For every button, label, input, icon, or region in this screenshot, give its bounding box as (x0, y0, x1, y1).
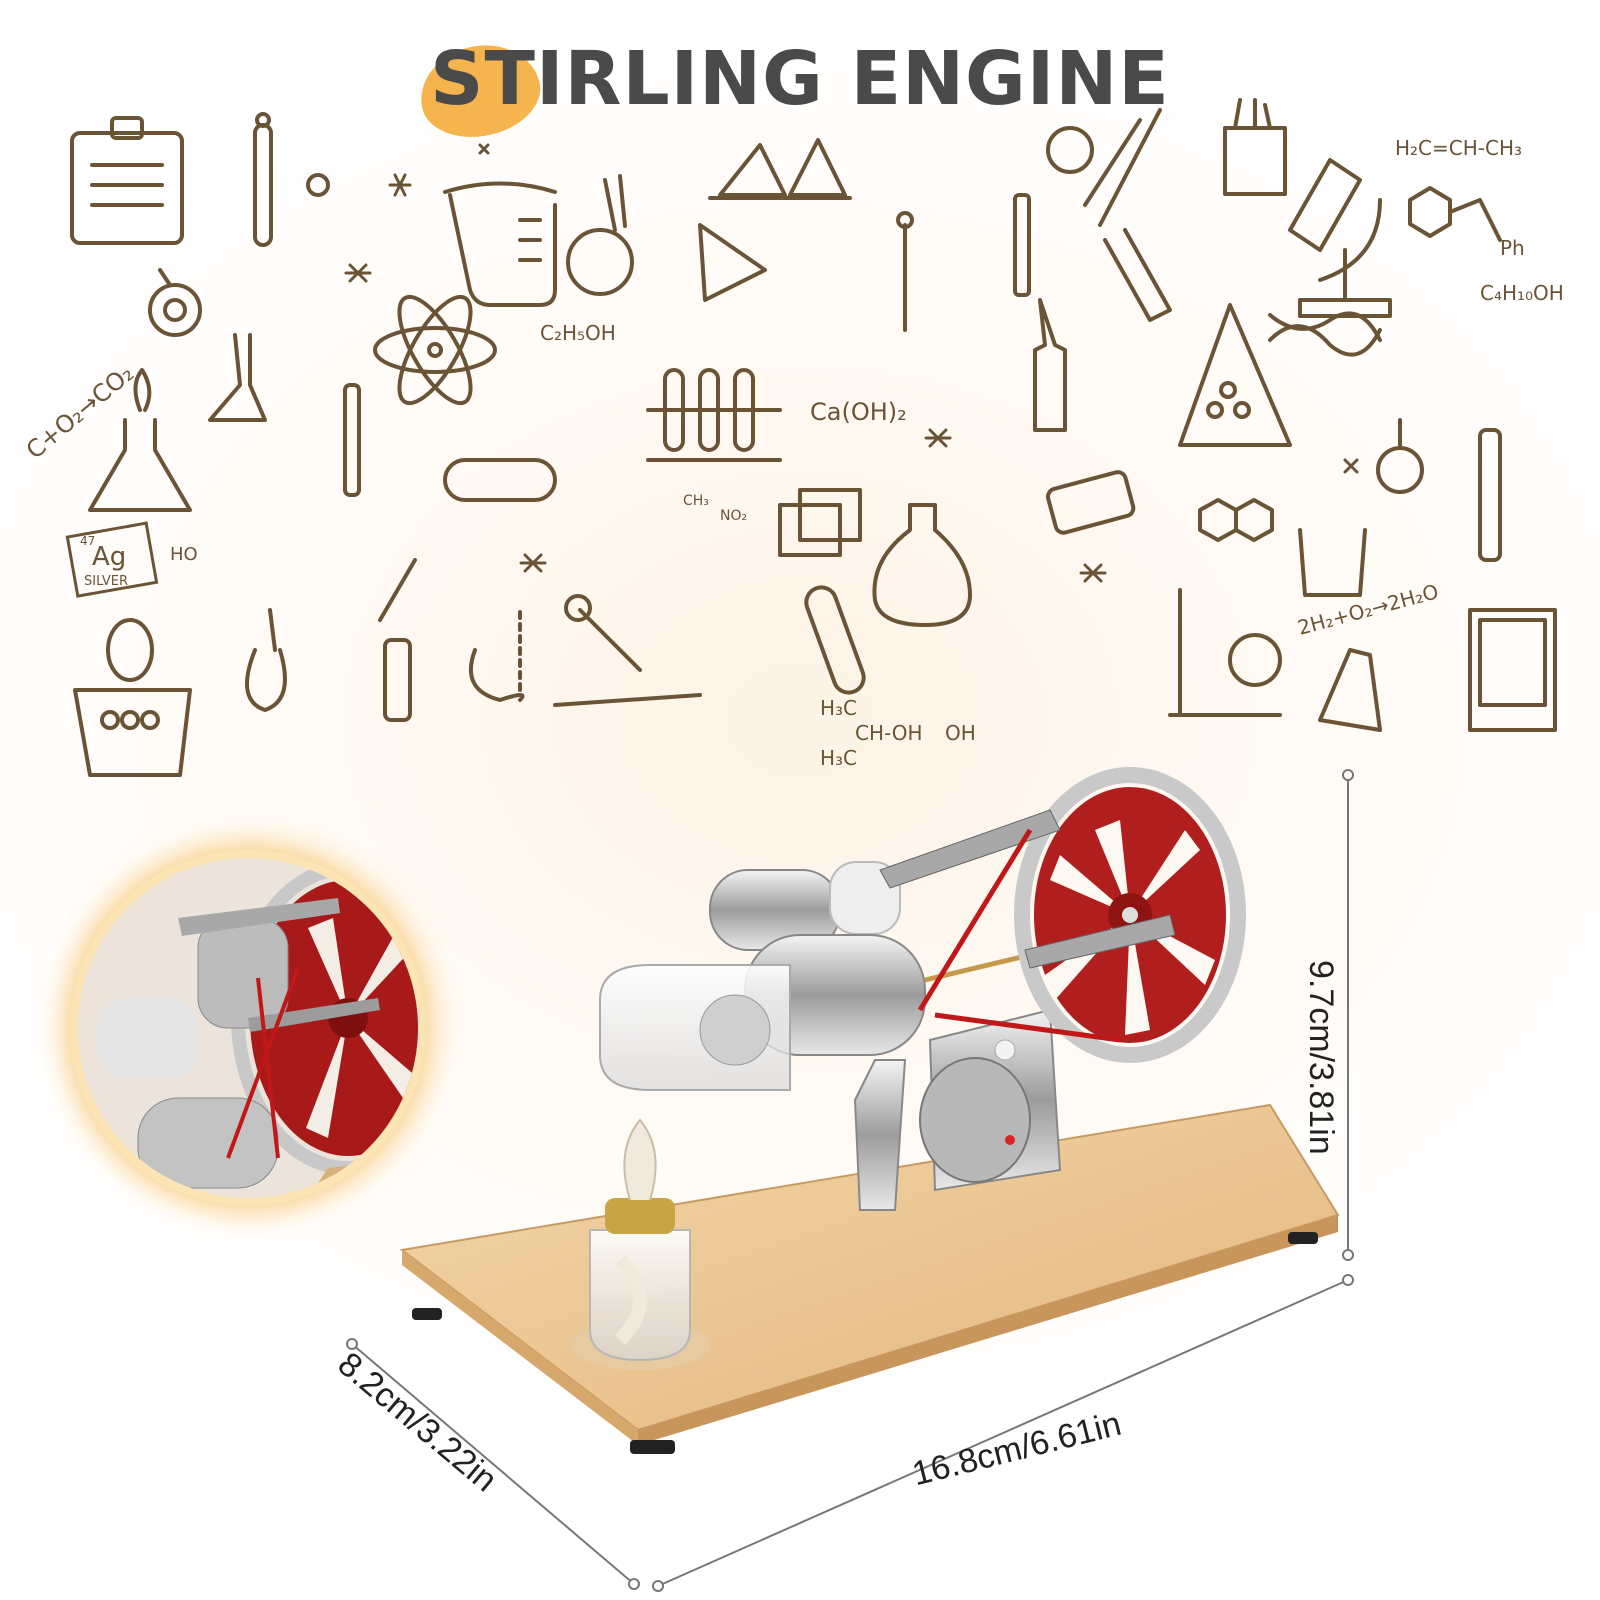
dropper-bottle-icon (1033, 298, 1067, 432)
formula-combustion: C+O₂→CO₂ (21, 359, 139, 465)
round-flask-icon (566, 174, 634, 296)
test-tube-rack-icon (646, 368, 782, 462)
clamp-icon (1046, 108, 1172, 322)
svg-text:SILVER: SILVER (84, 574, 128, 589)
generator-motor (919, 1039, 1031, 1183)
formula-ho: HO (170, 544, 198, 565)
dimension-lines (346, 769, 1354, 1592)
title-area: STIRLING ENGINE (0, 28, 1600, 148)
beaker-icon (443, 181, 557, 307)
thermometer-icon (253, 112, 273, 247)
microscope-icon (1288, 158, 1392, 318)
flask3-icon (1318, 648, 1382, 732)
alcohol-burner (570, 1118, 710, 1370)
erlenmeyer-flask-icon (208, 333, 267, 422)
retort-icon (1376, 418, 1424, 494)
test-tube2-icon (804, 585, 866, 695)
formula-propene: H₂C=CH-CH₃ (1395, 136, 1522, 160)
pen2-icon (343, 383, 361, 497)
svg-text:47: 47 (80, 534, 95, 548)
tube-icon (443, 458, 557, 502)
potion-flask-icon (872, 503, 972, 627)
formula-water: 2H₂+O₂→2H₂O (1295, 579, 1441, 640)
formula-oh: OH (945, 721, 976, 745)
formula-ethanol: C₂H₅OH (540, 321, 616, 345)
formula-ch3: CH₃ (683, 493, 709, 509)
formula-h3c-bottom: H₃C (820, 746, 857, 770)
pen3-icon (1478, 428, 1502, 562)
dot-icon (306, 173, 330, 197)
prism-icon (708, 138, 852, 200)
height-dimension-label: 9.7cm/3.81in (1302, 960, 1340, 1155)
eraser-icon (1045, 470, 1136, 535)
formula-ph: Ph (1500, 236, 1525, 260)
measuring-cup-icon (1298, 528, 1367, 597)
pencil-line-icon (378, 558, 417, 722)
formula-butanol: C₄H₁₀OH (1480, 281, 1564, 305)
engine-cylinders (599, 861, 1031, 1091)
science-doodles: H₂C=CH-CH₃ C+O₂→CO₂ C₂H₅OH Ca(OH)₂ C₄H₁₀… (21, 98, 1564, 777)
svg-text:Ag: Ag (92, 542, 126, 572)
silver-element-tile: 47 Ag SILVER (65, 521, 159, 598)
pencil2-icon (553, 693, 702, 707)
clipboard-icon (70, 116, 184, 245)
pen-icon (1013, 193, 1031, 297)
spinning-top-icon (148, 268, 202, 337)
squiggle-icon (469, 608, 525, 702)
triangle-icon (698, 223, 767, 302)
plant-basket-icon (73, 618, 192, 777)
closeup-inset (78, 858, 418, 1198)
formula-choh: CH-OH (855, 721, 923, 745)
photo-frame-icon (1468, 608, 1557, 732)
stirling-engine-illustration (346, 767, 1354, 1592)
benzene-icon (1408, 186, 1502, 242)
formula-no2: NO₂ (720, 508, 747, 524)
closeup-flywheel-view (78, 858, 418, 1198)
dna-icon (1268, 311, 1382, 357)
flywheel (1014, 767, 1246, 1063)
cube-icon (778, 488, 862, 557)
pencil-cup-icon (1223, 98, 1287, 196)
scissors2-icon (245, 608, 287, 712)
burner-flask-icon (88, 368, 192, 512)
sparkles-icon (344, 143, 1359, 583)
pipette-icon (896, 211, 914, 332)
pyramid-icon (1178, 303, 1292, 447)
atom-icon (373, 294, 497, 406)
crank-linkage (879, 809, 1176, 1043)
hexagons-icon (1198, 498, 1274, 542)
formula-h3c-top: H₃C (820, 696, 857, 720)
stand-icon (1168, 588, 1282, 717)
safety-pin-icon (564, 594, 642, 672)
page-title: STIRLING ENGINE (430, 36, 1170, 122)
formula-calcium-hydroxide: Ca(OH)₂ (810, 398, 907, 426)
